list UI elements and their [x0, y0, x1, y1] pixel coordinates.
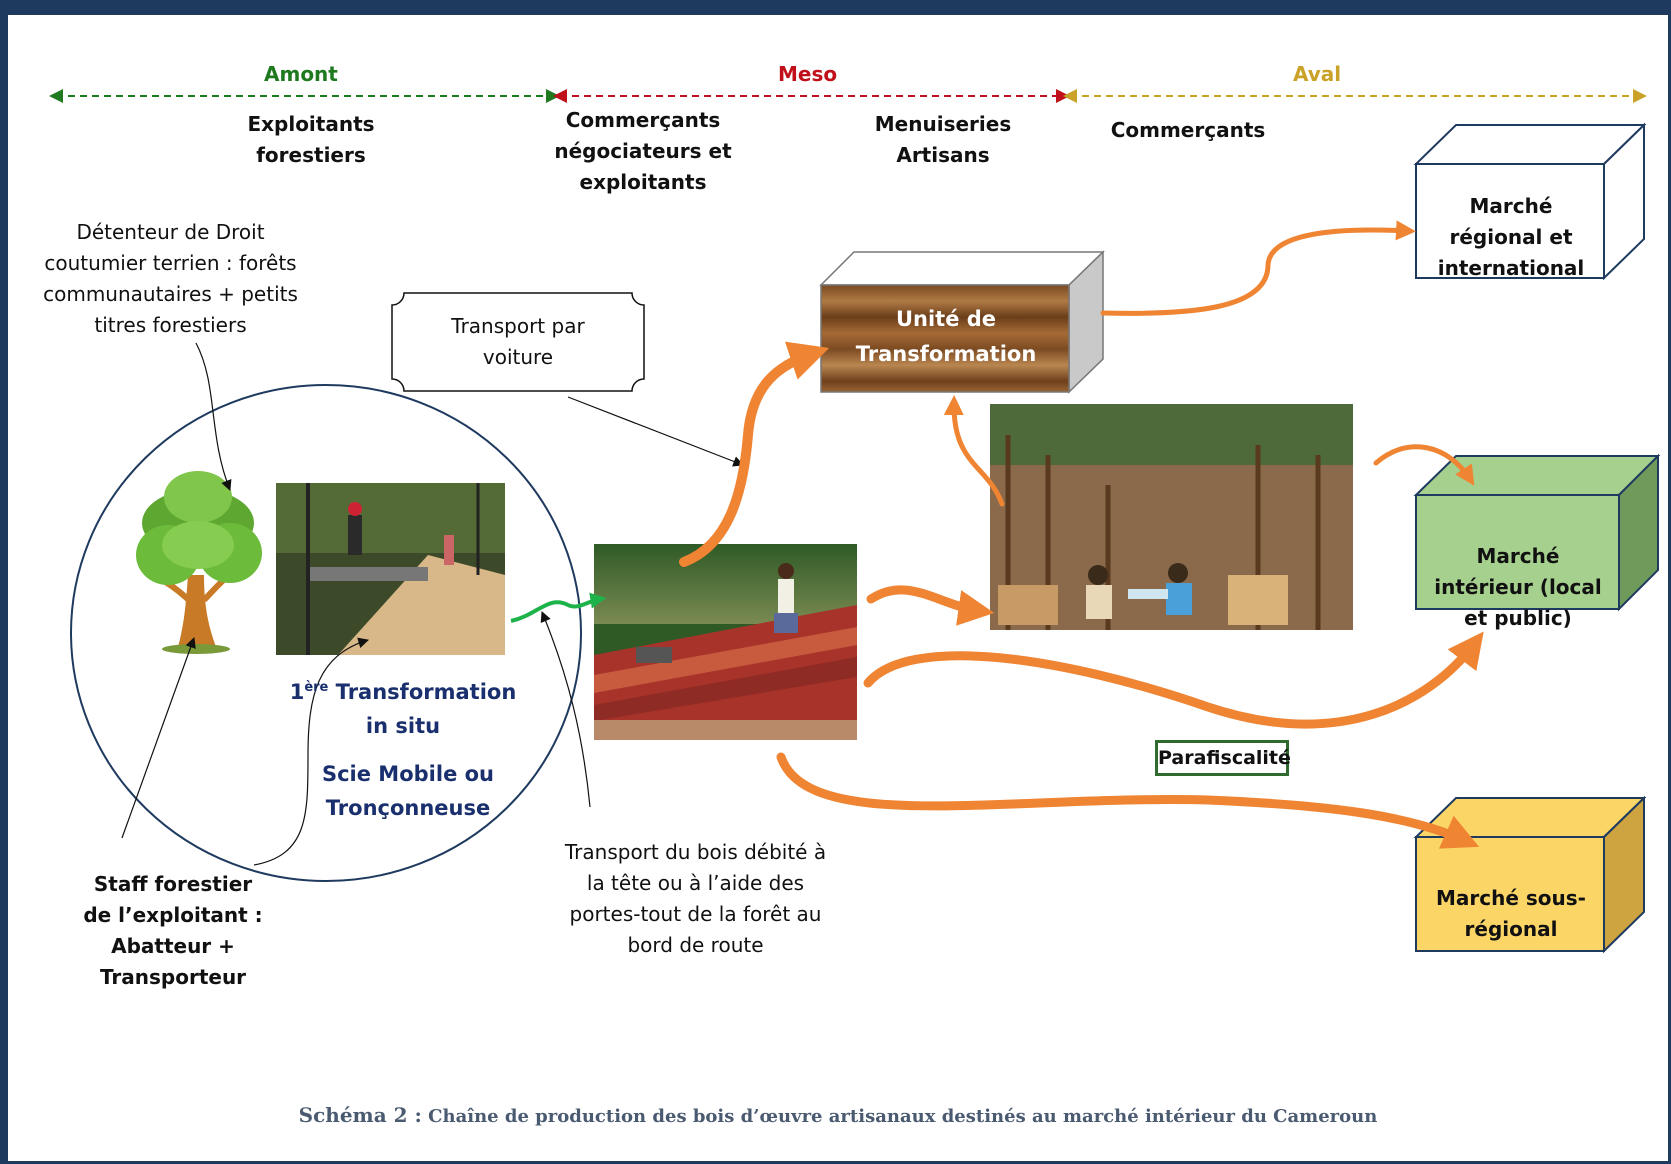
- note-staff: Staff forestier de l’exploitant : Abatte…: [83, 872, 263, 989]
- flow-pile-to-workshop: [866, 585, 995, 626]
- actor-menuiseries: Menuiseries Artisans: [874, 112, 1012, 167]
- detenteur-arrow: [195, 342, 232, 492]
- staff-saw-arrow: [253, 637, 370, 866]
- green-flow-arrow: [510, 592, 607, 623]
- actor-exploitants: Exploitants forestiers: [247, 112, 375, 167]
- actor-commercants-negociateurs: Commerçants négociateurs et exploitants: [554, 108, 732, 194]
- unite-transformation-label: Unité de Transformation: [855, 307, 1037, 366]
- timber-pile-photo: [594, 544, 857, 740]
- transport-bois-arrow: [540, 611, 591, 808]
- scie-line-1: Scie Mobile ou: [321, 762, 494, 786]
- transformation-number: 1: [289, 680, 305, 704]
- phase-meso-label: Meso: [778, 62, 838, 86]
- market-interieur-cube: [1413, 453, 1661, 612]
- market-interieur-label: Marché intérieur (local et public): [1434, 544, 1602, 630]
- note-detenteur: Détenteur de Droit coutumier terrien : f…: [43, 220, 298, 337]
- market-sous-regional-cube: [1413, 795, 1647, 954]
- flow-pile-to-sous-regional: [776, 752, 1480, 849]
- flow-workshop-to-unite: [943, 395, 1005, 507]
- transformation-in-situ: in situ: [365, 714, 441, 738]
- market-regional-label: Marché régional et international: [1437, 194, 1585, 280]
- flow-unite-to-regional: [1100, 220, 1416, 316]
- transformation-superscript: ère: [304, 680, 329, 695]
- flow-pile-to-interieur: [863, 631, 1484, 729]
- flow-pile-to-unite: [679, 341, 830, 567]
- actor-commercants: Commerçants: [1110, 118, 1266, 142]
- market-sous-regional-label: Marché sous-régional: [1436, 886, 1586, 941]
- mobile-saw-photo: [276, 483, 505, 655]
- parafiscalite-badge: Parafiscalité: [1155, 740, 1291, 776]
- phase-aval-label: Aval: [1293, 62, 1342, 86]
- workshop-photo: [990, 404, 1353, 630]
- transformation-word: Transformation: [328, 680, 517, 704]
- caption-prefix: Schéma 2 :: [298, 1103, 422, 1127]
- flow-workshop-to-interieur: [1373, 444, 1475, 486]
- note-transport-bois: Transport du bois débité à la tête ou à …: [564, 840, 827, 957]
- figure-caption: Schéma 2 : Chaîne de production des bois…: [8, 1103, 1668, 1127]
- transport-voiture-box: [391, 292, 645, 392]
- voiture-arrow: [567, 396, 745, 467]
- scie-line-2: Tronçonneuse: [325, 796, 491, 820]
- transformation-in-situ-title: 1ère Transformation in situ: [278, 671, 528, 743]
- note-transport-voiture: Transport par voiture: [451, 314, 585, 369]
- unite-transformation-box: [819, 250, 1105, 394]
- market-regional-cube: [1413, 122, 1647, 281]
- tree-icon: [136, 471, 262, 654]
- diagram-svg: [49, 89, 1661, 954]
- staff-tree-arrow: [121, 636, 196, 839]
- scie-mobile-title: Scie Mobile ou Tronçonneuse: [298, 757, 518, 825]
- caption-text: Chaîne de production des bois d’œuvre ar…: [421, 1106, 1378, 1127]
- forest-site-ellipse: [70, 384, 582, 882]
- phase-amont-label: Amont: [264, 62, 338, 86]
